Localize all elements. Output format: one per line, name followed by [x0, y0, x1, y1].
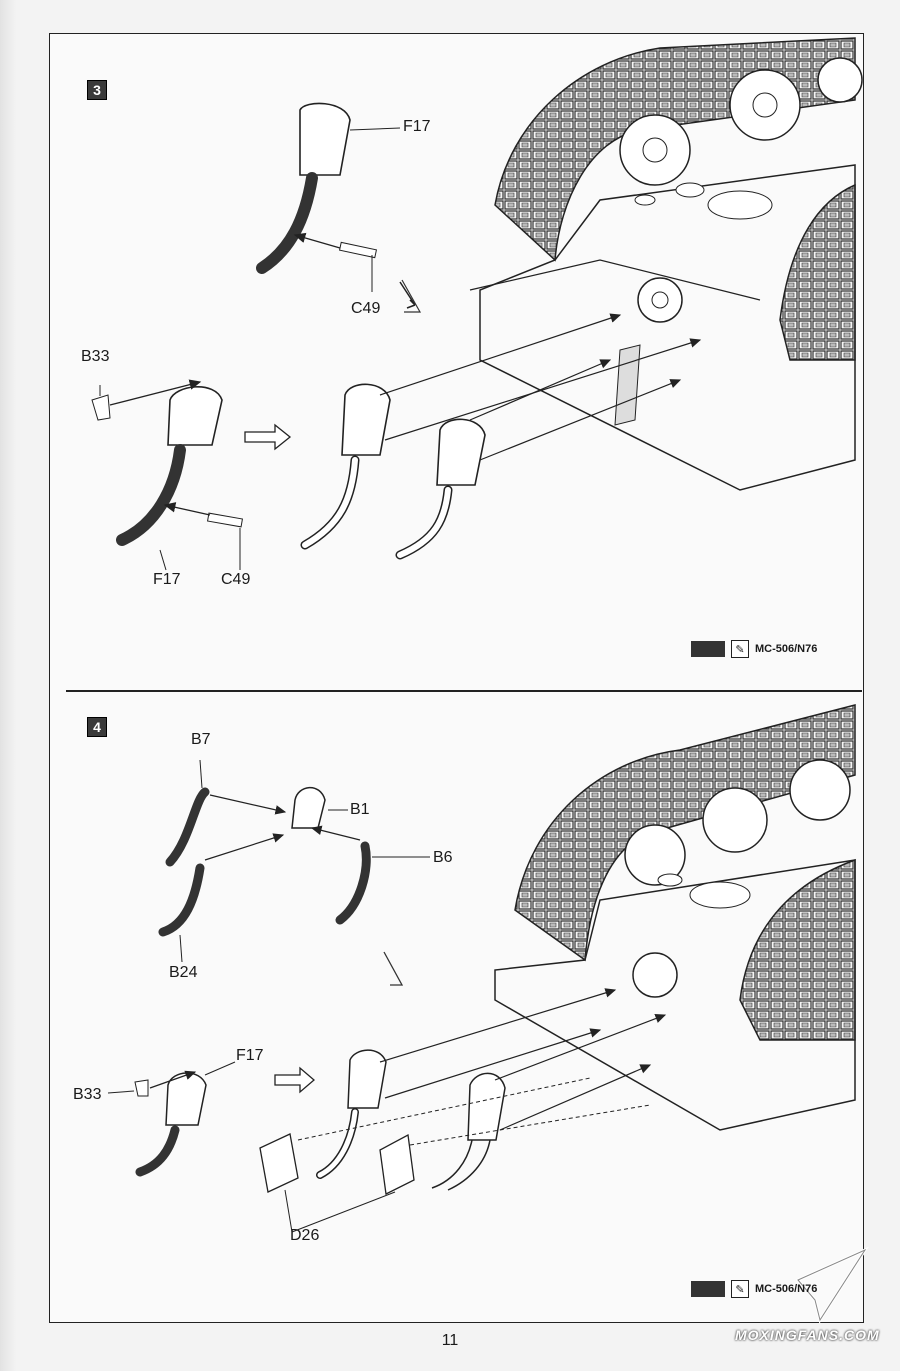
- tank-hull-icon: [494, 704, 856, 1131]
- page-binding: [0, 0, 16, 1371]
- label-f17: F17: [236, 1047, 264, 1064]
- paint-code: MC-506/N76: [755, 643, 818, 655]
- watermark: MOXINGFANS.COM: [735, 1327, 880, 1343]
- label-b1: B1: [350, 801, 370, 818]
- label-b24: B24: [169, 964, 198, 981]
- tank-hull-icon: [469, 37, 863, 491]
- label-d26: D26: [290, 1227, 320, 1244]
- brush-icon: ✎: [731, 640, 749, 658]
- paint-code: MC-506/N76: [755, 1283, 818, 1295]
- label-b7: B7: [191, 731, 211, 748]
- paint-swatch-icon: [691, 641, 725, 657]
- paint-callout-step3: ✎ MC-506/N76: [691, 640, 817, 658]
- step-divider: [66, 690, 862, 692]
- label-f17-bottom: F17: [153, 571, 181, 588]
- paint-callout-step4: ✎ MC-506/N76: [691, 1280, 817, 1298]
- label-b33: B33: [81, 348, 110, 365]
- step-3-badge: 3: [87, 80, 107, 100]
- label-f17-top: F17: [403, 118, 431, 135]
- label-b33: B33: [73, 1086, 102, 1103]
- label-c49-top: C49: [351, 300, 381, 317]
- label-c49-bottom: C49: [221, 571, 251, 588]
- brush-icon: ✎: [731, 1280, 749, 1298]
- label-b6: B6: [433, 849, 453, 866]
- step-4-badge: 4: [87, 717, 107, 737]
- page-number: 11: [441, 1332, 459, 1349]
- paint-swatch-icon: [691, 1281, 725, 1297]
